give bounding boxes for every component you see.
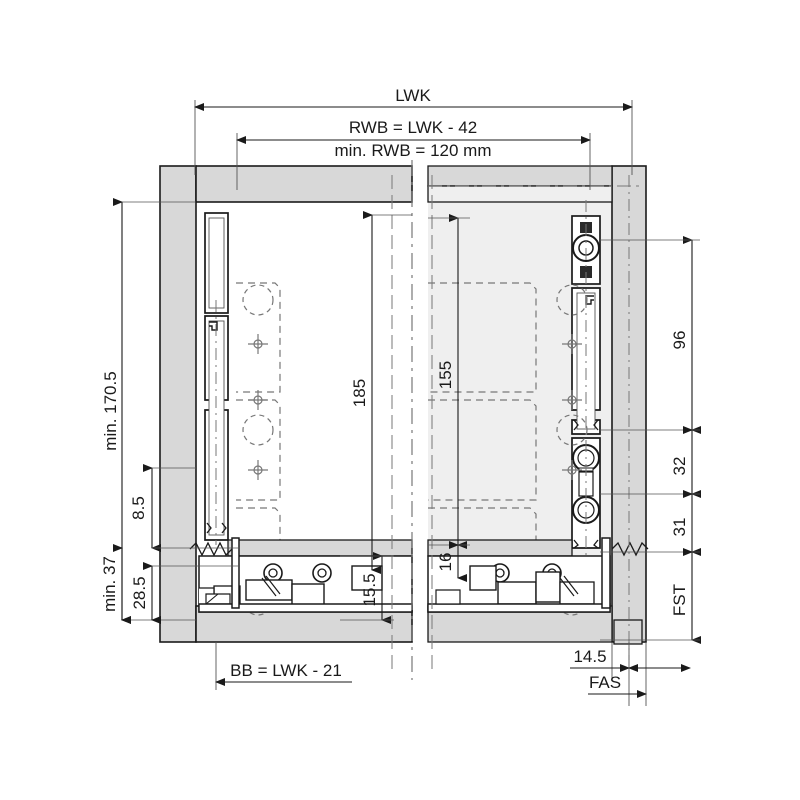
right-dimension-group: 96 32 31 FST bbox=[600, 236, 701, 644]
d16-label: 16 bbox=[436, 553, 455, 572]
top-dimension-group: LWK RWB = LWK - 42 min. RWB = 120 mm bbox=[194, 86, 633, 190]
min-1705-label: min. 170.5 bbox=[101, 371, 120, 450]
rwb-min-label: min. RWB = 120 mm bbox=[335, 141, 492, 160]
d155-label: 155 bbox=[436, 361, 455, 389]
right-runner-mechanism bbox=[427, 555, 611, 613]
left-cabinet-top-panel bbox=[195, 165, 413, 203]
left-dimension-group: min. 170.5 8.5 min. 37 28.5 bbox=[100, 198, 240, 624]
left-drawer-bottom-panel bbox=[227, 539, 413, 557]
lwk-label: LWK bbox=[395, 86, 431, 105]
left-cabinet-side-panel bbox=[159, 165, 197, 643]
left-assembly-view bbox=[159, 165, 413, 643]
fst-label: FST bbox=[670, 584, 689, 616]
left-center-marks bbox=[248, 334, 268, 480]
min-37-label: min. 37 bbox=[100, 556, 119, 612]
inner-dimension-group: 185 155 16 15.5 bbox=[340, 211, 470, 624]
section-axis-lines bbox=[215, 175, 630, 670]
d32-label: 32 bbox=[670, 457, 689, 476]
bb-label: BB = LWK - 21 bbox=[230, 661, 342, 680]
d145-label: 14.5 bbox=[573, 647, 606, 666]
d185-label: 185 bbox=[350, 379, 369, 407]
right-fixing-screw bbox=[611, 541, 649, 557]
d31-label: 31 bbox=[670, 518, 689, 537]
left-runner-mechanism bbox=[198, 555, 413, 613]
right-drawer-side-wall-profile bbox=[571, 215, 601, 549]
d85-label: 8.5 bbox=[129, 496, 148, 520]
left-drawer-top-rail bbox=[204, 212, 229, 314]
rwb-label: RWB = LWK - 42 bbox=[349, 118, 477, 137]
left-bracket-plate bbox=[231, 537, 240, 609]
d285-label: 28.5 bbox=[130, 576, 149, 609]
right-assembly-view bbox=[427, 165, 649, 645]
fas-label: FAS bbox=[589, 673, 621, 692]
bottom-dimension-group: BB = LWK - 21 14.5 FAS bbox=[215, 642, 691, 706]
front-panel-block bbox=[613, 619, 643, 645]
right-bracket-plate bbox=[601, 537, 611, 609]
right-center-marks bbox=[562, 334, 582, 480]
d96-label: 96 bbox=[670, 331, 689, 350]
left-fixing-screw bbox=[189, 541, 233, 557]
right-cabinet-top-panel bbox=[427, 165, 613, 203]
d155b-label: 15.5 bbox=[360, 573, 379, 606]
